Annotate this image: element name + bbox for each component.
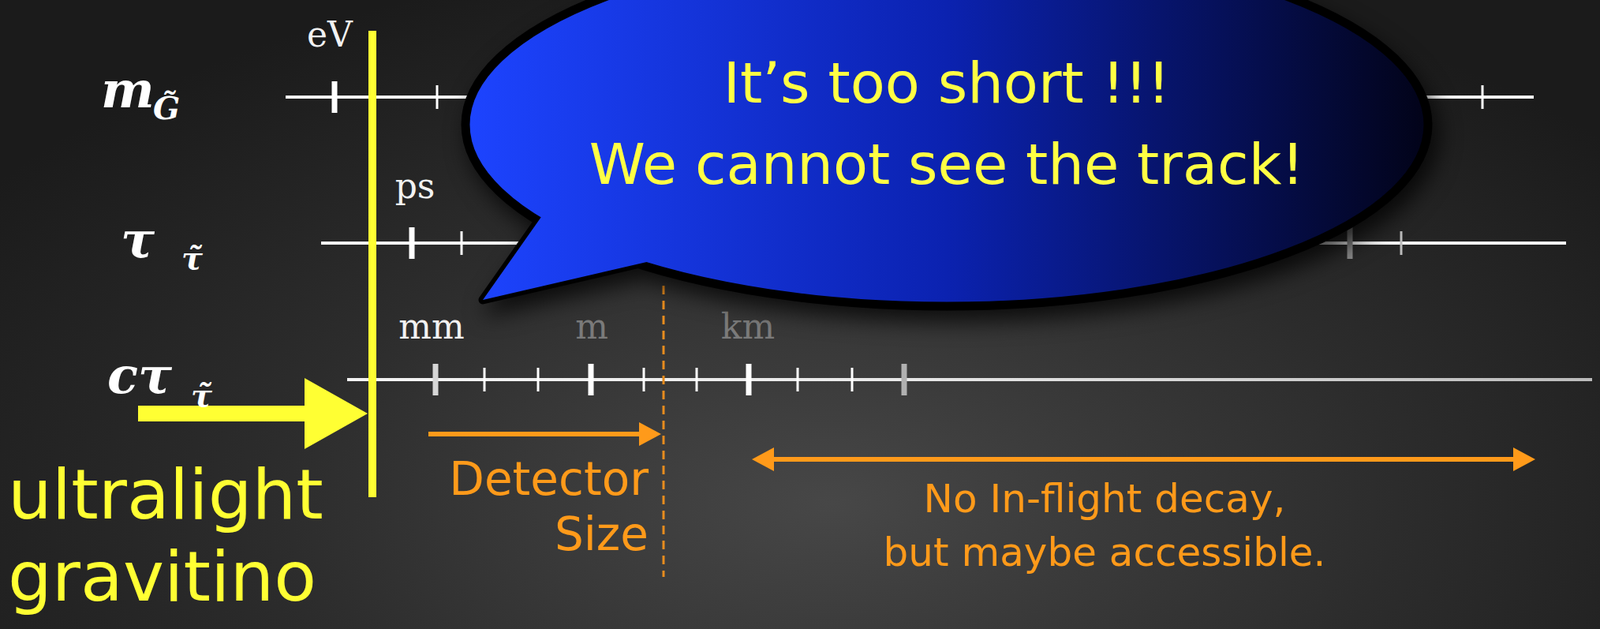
range-arrow-shaft (763, 456, 1524, 462)
bubble-body (465, 0, 1429, 307)
minor-tick (460, 231, 464, 255)
minor-tick (1400, 231, 1403, 255)
minor-tick (642, 367, 646, 392)
minor-tick (537, 367, 540, 392)
decay-length-axis (347, 377, 1593, 382)
major-tick (433, 363, 439, 396)
minor-tick (483, 367, 486, 392)
axis-subscript: τ̃ (181, 242, 203, 274)
range-note: No In-flight decay, (923, 474, 1286, 523)
bubble-text: We cannot see the track! (589, 130, 1305, 199)
minor-tick (695, 367, 699, 392)
bubble-shape (465, 0, 1429, 307)
detector-boundary (662, 285, 666, 577)
major-tick (588, 363, 595, 396)
unit-label: eV (306, 17, 353, 53)
detector-arrow-shaft (428, 431, 647, 437)
minor-tick (851, 367, 854, 392)
bubble-joint (482, 201, 671, 300)
axis-subscript: τ̃ (190, 379, 213, 412)
axis-symbol: τ (120, 214, 155, 266)
arrow-shaft (138, 405, 312, 422)
major-tick (332, 81, 338, 113)
unit-label: ps (395, 168, 436, 204)
axis-symbol: m (100, 64, 155, 116)
range-note: but maybe accessible. (883, 528, 1327, 576)
unit-label: km (721, 309, 775, 344)
axis-subscript: G̃ (153, 92, 180, 124)
unit-label: mm (398, 309, 464, 344)
major-tick (901, 363, 908, 396)
gravitino-label: ultralight gravitino (7, 453, 324, 618)
minor-tick (796, 367, 800, 392)
bubble-text: It’s too short !!! (723, 48, 1171, 117)
arrow-head (304, 377, 368, 449)
minor-tick (1481, 85, 1485, 109)
axis-symbol: cτ (107, 350, 172, 401)
minor-tick (436, 85, 439, 109)
speech-bubble: It’s too short !!! We cannot see the trac… (441, 0, 1452, 348)
gravitino-marker-line (368, 30, 377, 498)
range-arrow-head (1513, 447, 1536, 472)
major-tick (746, 363, 752, 396)
major-tick (409, 227, 415, 259)
unit-label: m (575, 309, 609, 344)
detector-arrow-head (639, 422, 662, 446)
range-arrow-head (751, 447, 774, 472)
major-tick (1347, 227, 1354, 259)
detector-size-label: Detector Size (448, 451, 649, 562)
